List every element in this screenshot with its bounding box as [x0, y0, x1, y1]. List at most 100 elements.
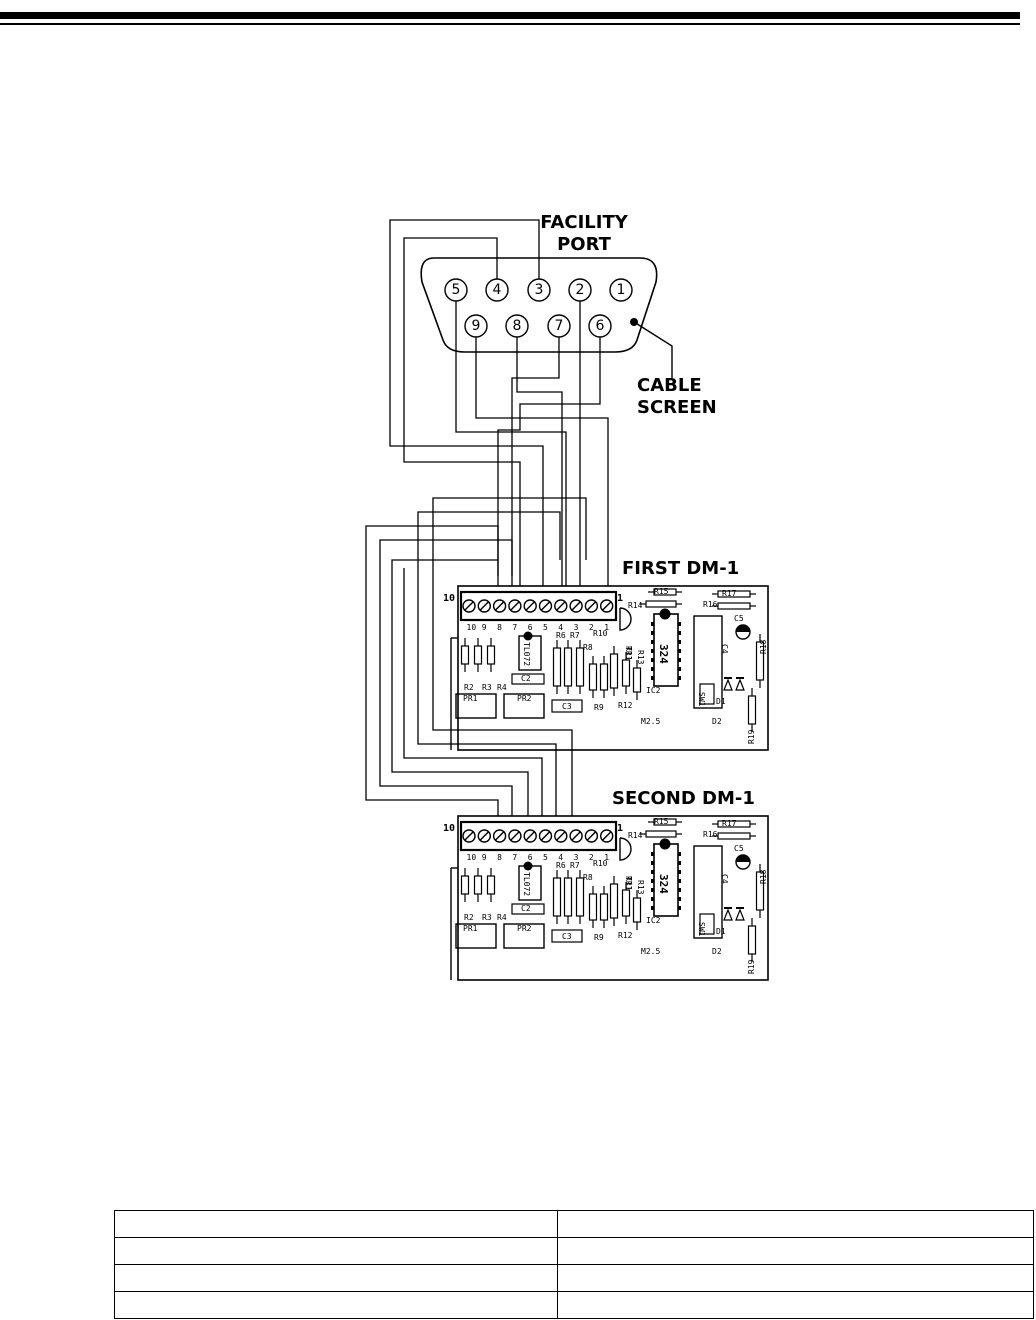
- board-title: FIRST DM-1: [622, 558, 739, 579]
- table-cell: [557, 1264, 1034, 1292]
- terminal-number: 5: [543, 853, 548, 862]
- port-title-line2: PORT: [557, 234, 612, 255]
- table-cell: [114, 1264, 558, 1292]
- component-label: R15: [654, 817, 669, 826]
- component-label: R12: [618, 931, 633, 940]
- port-wires: [389, 219, 609, 586]
- component-label: C2: [521, 674, 531, 683]
- component-label: R13: [636, 650, 645, 665]
- table-cell: [114, 1210, 558, 1238]
- terminal-number: 9: [482, 853, 487, 862]
- terminal-number: 2: [589, 853, 594, 862]
- preset-pr1: [455, 693, 497, 719]
- terminal-number: 3: [574, 623, 579, 632]
- terminal-number: 5: [543, 623, 548, 632]
- component-label: SW1: [697, 922, 706, 937]
- pin-label: 3: [535, 282, 544, 298]
- component-label: R12: [618, 701, 633, 710]
- table-cell: [557, 1210, 1034, 1238]
- terminal-number: 3: [574, 853, 579, 862]
- board-second-dm1: SECOND DM-1: [612, 788, 755, 809]
- component-label: R2: [464, 683, 474, 692]
- pin-label: 6: [596, 318, 605, 334]
- component-label: R13: [636, 880, 645, 895]
- terminal-number: 1: [604, 853, 609, 862]
- component-label: C5: [734, 614, 744, 623]
- component-label: PR1: [463, 924, 478, 933]
- table-cell: [557, 1291, 1034, 1319]
- terminal-end-label-left: 10: [443, 593, 455, 604]
- terminal-number: 6: [528, 853, 533, 862]
- pin-label: 5: [452, 282, 461, 298]
- terminal-number: 10: [467, 623, 477, 632]
- terminal-number: 8: [497, 623, 502, 632]
- ic-part-number: TL072: [522, 642, 531, 666]
- screen-lead: [633, 321, 673, 378]
- terminal-number: 4: [558, 623, 563, 632]
- terminal-number: 4: [558, 853, 563, 862]
- wiring-diagram: FACILITY PORT 5 4 3 2 1 9 8 7 6 CABLE SC…: [365, 212, 769, 981]
- component-label: R17: [722, 589, 737, 598]
- component-label: R7: [570, 631, 580, 640]
- component-label: R17: [722, 819, 737, 828]
- pcb-outline: [457, 815, 769, 981]
- ic-part-number: 324: [657, 874, 670, 894]
- component-label: R10: [593, 629, 608, 638]
- component-label: R6: [556, 631, 566, 640]
- pin-label: 1: [617, 282, 626, 298]
- component-label: R8: [583, 873, 593, 882]
- pcb-outline: [457, 585, 769, 751]
- port-title-line1: FACILITY: [540, 212, 629, 233]
- component-label: R19: [747, 959, 756, 974]
- component-label: R3: [482, 683, 492, 692]
- component-label: R19: [747, 729, 756, 744]
- component-label: C2: [521, 904, 531, 913]
- component-label: R16: [703, 830, 718, 839]
- table-cell: [114, 1237, 558, 1265]
- transistor-tr1: [619, 607, 632, 631]
- component-label: D1: [716, 927, 726, 936]
- component-label: R3: [482, 913, 492, 922]
- component-label: C4: [720, 644, 729, 654]
- component-label: M2.5: [641, 717, 660, 726]
- terminal-number: 7: [512, 623, 517, 632]
- terminal-block: [459, 820, 618, 852]
- terminal-end-label-right: 1: [617, 593, 623, 604]
- component-label: R9: [594, 703, 604, 712]
- component-label: D1: [716, 697, 726, 706]
- component-label: R2: [464, 913, 474, 922]
- pin-label: 8: [513, 318, 522, 334]
- component-label: R7: [570, 861, 580, 870]
- component-label: R14: [628, 831, 643, 840]
- terminal-number: 10: [467, 853, 477, 862]
- component-label: PR1: [463, 694, 478, 703]
- link-wires: [365, 497, 587, 816]
- component-label: PR2: [517, 924, 532, 933]
- transistor-tr1: [619, 837, 632, 861]
- board-title: SECOND DM-1: [612, 788, 755, 809]
- terminal-number: 2: [589, 623, 594, 632]
- component-label: R16: [703, 600, 718, 609]
- facility-port-connector: [420, 257, 658, 353]
- cable-screen-line1: CABLE: [637, 375, 702, 396]
- component-label: SW1: [697, 692, 706, 707]
- switch-sw1: [693, 615, 723, 709]
- component-label: PR2: [517, 694, 532, 703]
- terminal-number: 7: [512, 853, 517, 862]
- pin-label: 4: [493, 282, 502, 298]
- table-row: [114, 1237, 1034, 1265]
- component-label: R6: [556, 861, 566, 870]
- terminal-block: [459, 590, 618, 622]
- header-rule-thin: [0, 23, 1020, 25]
- terminal-number: 8: [497, 853, 502, 862]
- component-label: R4: [497, 913, 507, 922]
- ic-part-number: 324: [657, 644, 670, 664]
- component-label: IC2: [646, 686, 661, 695]
- preset-pr2: [503, 923, 545, 949]
- preset-pr2: [503, 693, 545, 719]
- component-label: D2: [712, 947, 722, 956]
- component-label: R15: [654, 587, 669, 596]
- pin-label: 9: [472, 318, 481, 334]
- ic-part-number: TL072: [522, 872, 531, 896]
